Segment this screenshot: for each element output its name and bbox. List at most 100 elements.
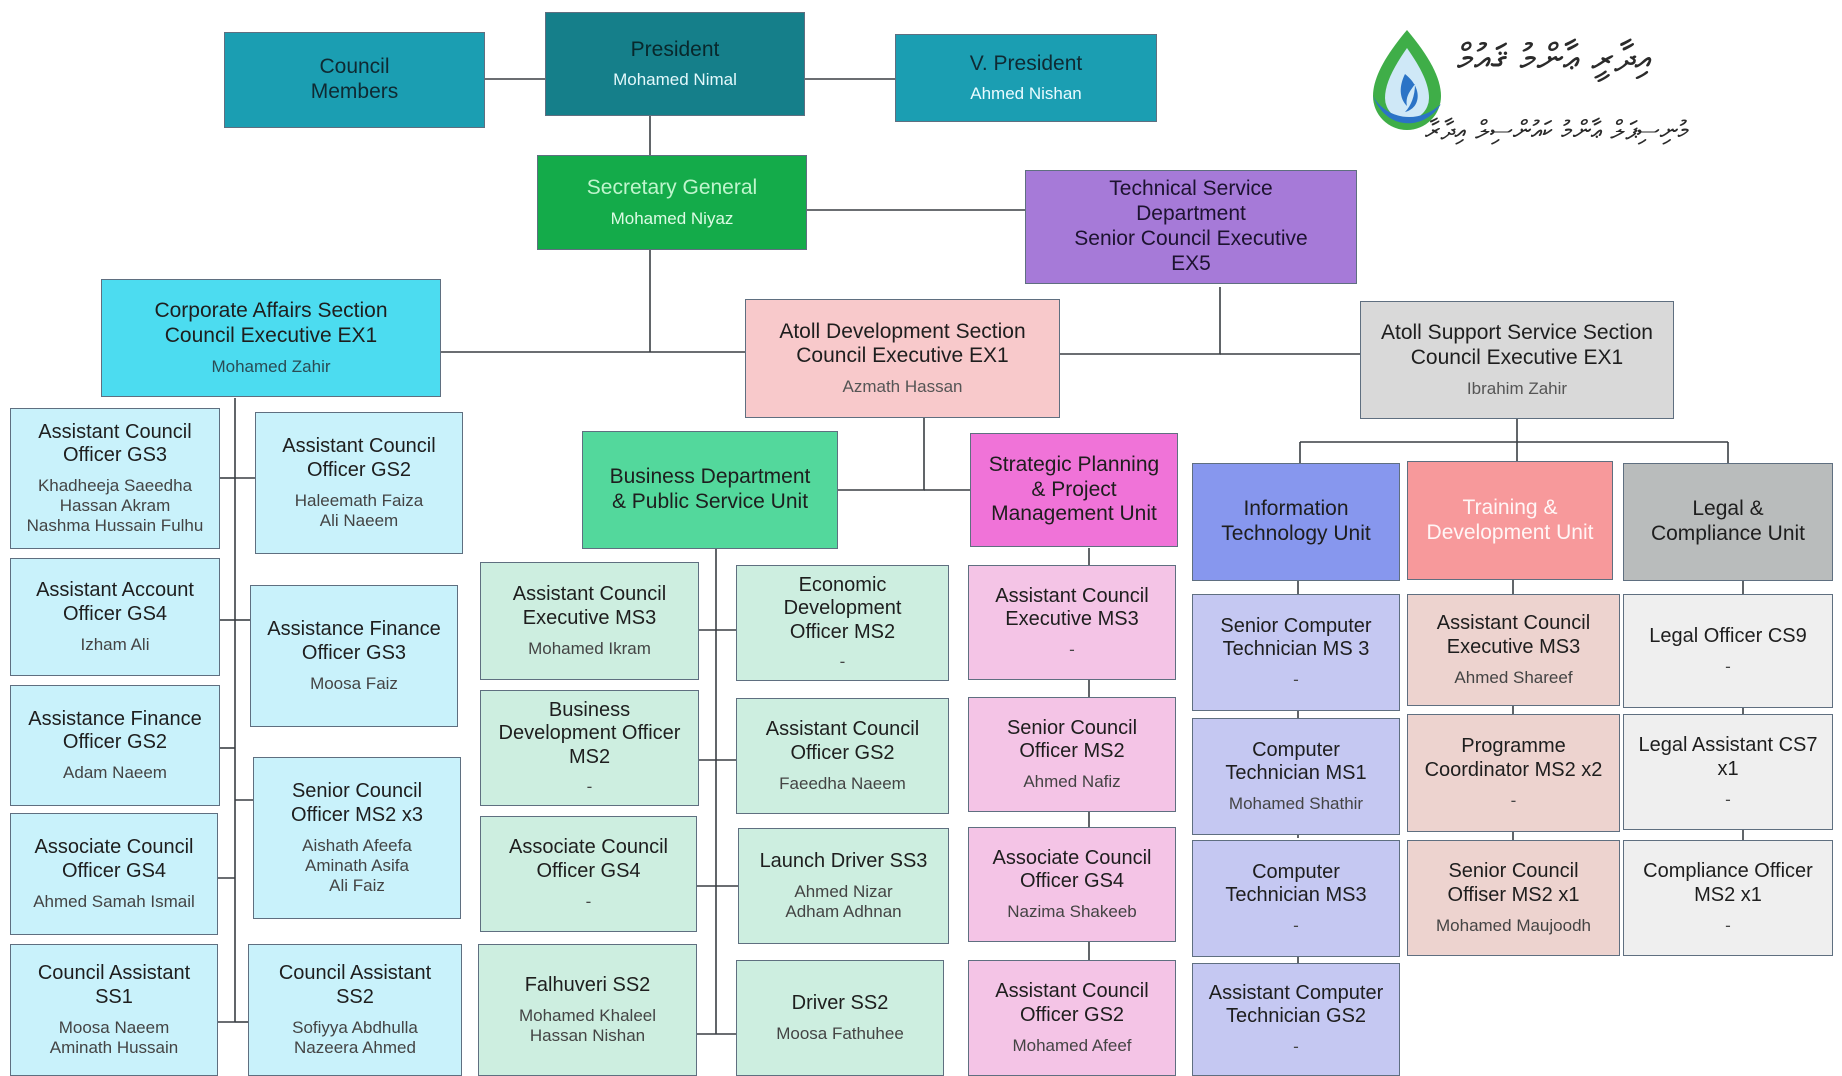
- staff-name: Adam Naeem: [63, 763, 167, 783]
- position-title: Atoll Development Section Council Execut…: [779, 319, 1026, 368]
- position-title: Driver SS2: [791, 992, 889, 1015]
- atoll-development-section-box: Atoll Development Section Council Execut…: [745, 299, 1060, 418]
- staff-name: -: [585, 891, 592, 911]
- position-title: Assistance Finance Officer GS2: [28, 707, 202, 754]
- position-title: Associate Council Officer GS4: [509, 836, 668, 882]
- position-title: Economic Development Officer MS2: [783, 573, 902, 643]
- staff-name: -: [1069, 640, 1075, 660]
- staff-name: -: [1510, 790, 1517, 810]
- position-title: Training & Development Unit: [1426, 495, 1594, 544]
- senior-council-offiser-box: Senior Council Offiser MS2 x1 Mohamed Mau…: [1407, 840, 1620, 956]
- legal-officer-box: Legal Officer CS9-: [1623, 594, 1833, 708]
- staff-name: Izham Ali: [80, 634, 150, 654]
- position-title: Assistant Council Officer GS3: [38, 420, 192, 467]
- position-title: Senior Computer Technician MS 3: [1220, 614, 1372, 661]
- position-title: Strategic Planning & Project Management …: [988, 452, 1160, 526]
- position-title: Assistant Council Officer GS2: [995, 980, 1149, 1026]
- training-development-unit-box: Training & Development Unit: [1407, 461, 1613, 580]
- position-title: Council Members: [310, 55, 399, 103]
- staff-name: -: [1725, 656, 1731, 676]
- position-title: Senior Council Officer MS2 x3: [291, 780, 423, 826]
- position-title: Assistant Account Officer GS4: [36, 579, 194, 625]
- position-title: Legal & Compliance Unit: [1650, 497, 1806, 545]
- position-title: Associate Council Officer GS4: [34, 836, 194, 882]
- staff-name: Moosa Fathuhee: [776, 1023, 904, 1043]
- position-title: Assistant Council Executive MS3: [512, 583, 667, 629]
- position-title: Council Assistant SS2: [278, 962, 432, 1008]
- staff-name: -: [1293, 1037, 1299, 1057]
- position-title: Legal Assistant CS7 x1: [1638, 734, 1818, 780]
- position-title: Business Department & Public Service Uni…: [609, 465, 811, 513]
- logo-title: އިދާރީ ޢާންމު ޤައުމް: [1457, 36, 1653, 80]
- staff-name: Faeedha Naeem: [779, 773, 906, 793]
- staff-name: Mohamed Nimal: [613, 70, 737, 90]
- staff-name: -: [586, 777, 593, 797]
- staff-name: Mohamed Niyaz: [610, 208, 734, 228]
- council-members-box: Council Members: [224, 32, 485, 128]
- position-title: Assistant Computer Technician GS2: [1208, 981, 1384, 1028]
- staff-name: -: [839, 652, 846, 672]
- position-title: Council Assistant SS1: [37, 962, 191, 1008]
- staff-name: -: [1293, 670, 1299, 690]
- associate-council-officer-gs4-bd-box: Associate Council Officer GS4 -: [480, 816, 697, 932]
- computer-technician-ms3-box: Computer Technician MS3-: [1192, 840, 1400, 957]
- position-title: Senior Council Offiser MS2 x1: [1447, 860, 1580, 906]
- assistant-computer-technician-box: Assistant Computer Technician GS2 -: [1192, 963, 1400, 1076]
- information-technology-unit-box: Information Technology Unit: [1192, 463, 1400, 581]
- staff-name: Sofiyya Abdhulla Nazeera Ahmed: [292, 1017, 418, 1057]
- position-title: Assistant Council Executive MS3: [995, 584, 1149, 631]
- position-title: Assistant Council Officer GS2: [282, 435, 436, 481]
- position-title: Information Technology Unit: [1221, 497, 1371, 545]
- position-title: Assistance Finance Officer GS3: [267, 618, 441, 664]
- staff-name: Haleemath Faiza Ali Naeem: [294, 490, 424, 530]
- staff-name: Ahmed Nizar Adham Adhnan: [785, 881, 902, 921]
- strategic-planning-box: Strategic Planning & Project Management …: [970, 433, 1178, 547]
- position-title: Computer Technician MS1: [1225, 738, 1367, 785]
- staff-name: Ahmed Samah Ismail: [33, 891, 195, 911]
- staff-name: Khadheeja Saeedha Hassan Akram Nashma Hu…: [26, 476, 204, 536]
- position-title: Business Development Officer MS2: [498, 698, 681, 768]
- position-title: Atoll Support Service Section Council Ex…: [1381, 321, 1653, 369]
- business-development-officer-box: Business Development Officer MS2 -: [480, 690, 699, 806]
- corporate-affairs-section-box: Corporate Affairs Section Council Execut…: [101, 279, 441, 397]
- staff-name: Moosa Faiz: [310, 673, 398, 693]
- staff-name: Ahmed Nishan: [970, 84, 1082, 104]
- council-logo: އިދާރީ ޢާންމު ޤައުމް މުނިސިޕަލް ޢާންމު ކ…: [1365, 26, 1825, 176]
- staff-name: Ibrahim Zahir: [1466, 378, 1568, 398]
- staff-name: Mohamed Maujoodh: [1436, 915, 1591, 935]
- legal-compliance-unit-box: Legal & Compliance Unit: [1623, 463, 1833, 581]
- assistant-council-executive-ms3-sp-box: Assistant Council Executive MS3 -: [968, 565, 1176, 680]
- staff-name: Aishath Afeefa Aminath Asifa Ali Faiz: [302, 835, 412, 895]
- position-title: Launch Driver SS3: [759, 850, 928, 873]
- staff-name: Mohamed Ikram: [528, 638, 651, 658]
- technical-service-department-box: Technical Service Department Senior Coun…: [1025, 170, 1357, 284]
- programme-coordinator-box: Programme Coordinator MS2 x2 -: [1407, 714, 1620, 832]
- staff-name: Mohamed Shathir: [1228, 794, 1364, 814]
- position-title: Programme Coordinator MS2 x2: [1424, 735, 1603, 781]
- compliance-officer-box: Compliance Officer MS2 x1-: [1623, 840, 1833, 956]
- water-drop-logo-icon: [1373, 30, 1441, 130]
- economic-development-officer-box: Economic Development Officer MS2 -: [736, 565, 949, 681]
- position-title: Compliance Officer MS2 x1: [1643, 860, 1813, 906]
- staff-name: Mohamed Afeef: [1012, 1035, 1132, 1055]
- position-title: Assistant Council Executive MS3: [1436, 612, 1591, 658]
- senior-computer-technician-box: Senior Computer Technician MS 3 -: [1192, 594, 1400, 711]
- position-title: Computer Technician MS3: [1225, 860, 1367, 907]
- atoll-support-service-section-box: Atoll Support Service Section Council Ex…: [1360, 301, 1674, 419]
